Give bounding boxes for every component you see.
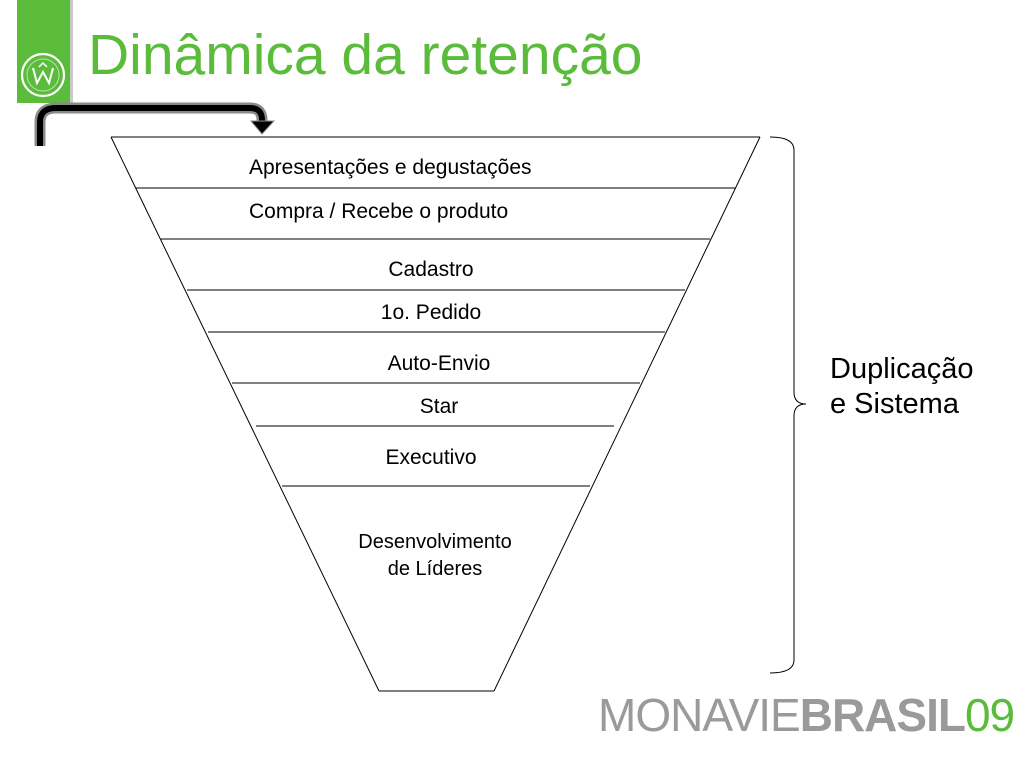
funnel-stage-label: Cadastro	[388, 258, 473, 281]
footer-logo: MONAVIEBRASIL09	[598, 689, 1015, 741]
funnel-stage-label: 1o. Pedido	[381, 301, 481, 324]
funnel-stage-label: Star	[420, 395, 459, 418]
funnel-stage-label: Apresentações e degustações	[249, 156, 532, 179]
funnel-stage-label: Auto-Envio	[388, 352, 491, 375]
logo-text-monavie: MONAVIE	[598, 689, 801, 741]
bracket-label: Duplicação e Sistema	[830, 352, 973, 423]
funnel-left-edge	[110, 136, 380, 692]
funnel-stage-label: Executivo	[385, 446, 476, 469]
right-brace-icon	[769, 136, 807, 674]
logo-text-brasil: BRASIL	[799, 689, 966, 741]
funnel-outline	[110, 136, 761, 692]
monavie-emblem-icon	[20, 52, 66, 98]
logo-text-year: 09	[964, 689, 1015, 741]
funnel-stage-label: de Líderes	[388, 558, 483, 580]
bracket-label-line: Duplicação	[830, 353, 974, 385]
funnel-right-edge	[493, 136, 761, 692]
funnel-stage-label: Desenvolvimento	[358, 531, 511, 553]
curved-return-arrow-icon	[34, 102, 276, 146]
page-title: Dinâmica da retenção	[88, 23, 643, 87]
funnel-stage-label: Compra / Recebe o produto	[249, 200, 508, 223]
bracket-label-line: e Sistema	[830, 388, 959, 421]
